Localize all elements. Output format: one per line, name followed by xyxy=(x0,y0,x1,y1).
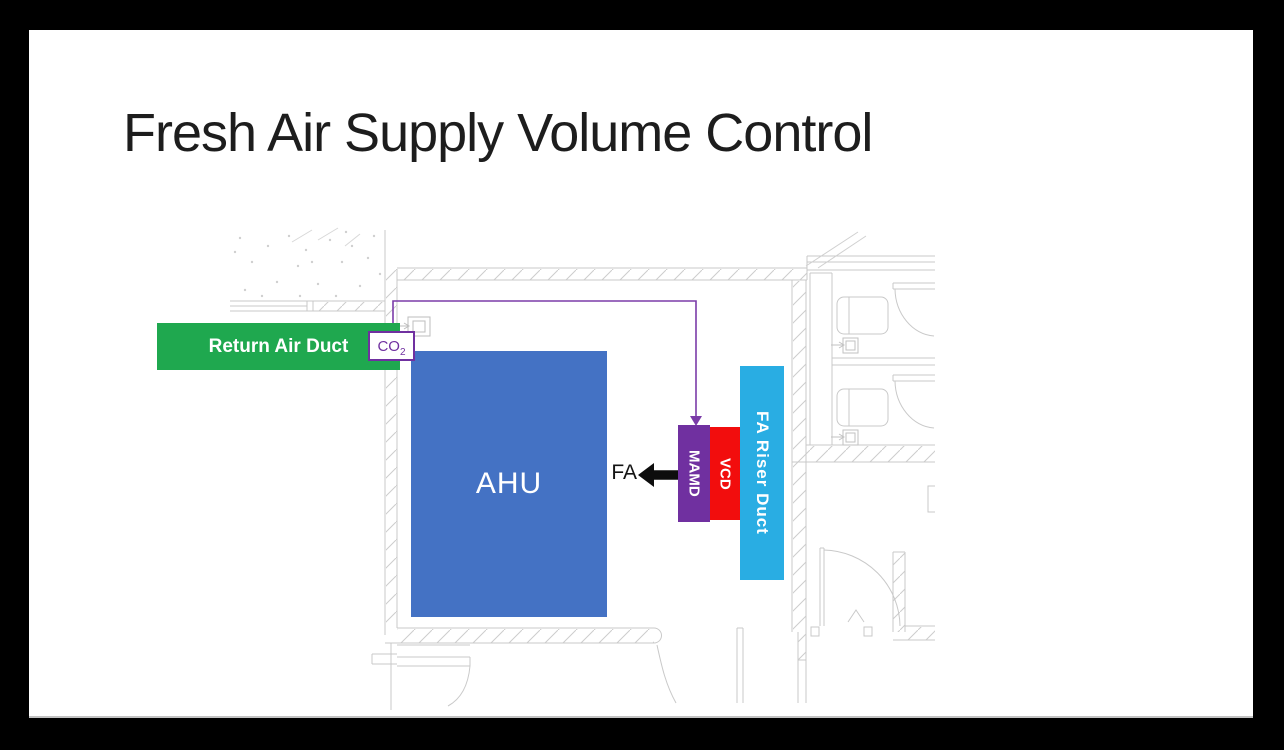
vcd-block: VCD xyxy=(710,427,740,520)
arrowhead-down-icon xyxy=(690,416,702,426)
vcd-label: VCD xyxy=(716,457,734,490)
presentation-slide: Fresh Air Supply Volume Control Return A… xyxy=(29,30,1253,718)
texture-hatch-marks xyxy=(291,227,361,247)
return-air-duct-block: Return Air Duct xyxy=(157,323,400,370)
return-air-duct-label: Return Air Duct xyxy=(208,335,349,357)
door-swing-arcs xyxy=(447,282,935,707)
concrete-speckle-texture xyxy=(233,230,382,298)
fa-riser-duct-label: FA Riser Duct xyxy=(753,411,772,535)
floor-plan-background xyxy=(230,227,935,710)
page-title: Fresh Air Supply Volume Control xyxy=(123,103,873,163)
fa-flow-label: FA xyxy=(611,461,637,484)
toilet-icon xyxy=(836,296,889,427)
control-signal-line xyxy=(392,300,702,426)
ahu-block: AHU xyxy=(411,351,607,617)
hatched-walls xyxy=(318,269,935,661)
flush-valve-icon xyxy=(831,337,859,446)
fa-riser-duct-block: FA Riser Duct xyxy=(740,366,784,580)
co2-label: CO2 xyxy=(377,337,406,358)
ahu-label: AHU xyxy=(475,467,543,500)
co2-sensor-block: CO2 xyxy=(368,331,415,361)
wall-lines xyxy=(230,230,935,710)
mamd-label: MAMD xyxy=(685,450,703,497)
mamd-block: MAMD xyxy=(678,425,710,522)
